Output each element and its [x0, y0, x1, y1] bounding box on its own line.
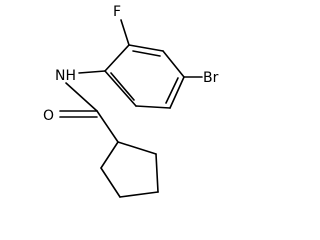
atom-label-nh: NH: [55, 68, 76, 84]
ring-bond-c4-c5: [169, 76, 185, 109]
ring-double-bond-c4-c5: [165, 77, 179, 104]
atom-label-bromine: Br: [203, 70, 219, 86]
cyclopentane-bond-4: [100, 167, 121, 198]
ring-bond-c2-c3: [128, 44, 164, 52]
cyclopentane-bond-3: [119, 191, 159, 198]
cyclopentane-bond-5: [100, 141, 119, 169]
bond-ring-fluorine: [120, 19, 130, 46]
bond-ring-nitrogen: [78, 70, 106, 74]
atom-label-fluorine: F: [113, 4, 121, 20]
ring-bond-c3-c4: [162, 50, 185, 78]
ring-bond-c6-c1: [104, 70, 137, 107]
ring-bond-c5-c6: [135, 105, 171, 109]
ring-double-bond-c2-c3: [132, 50, 161, 57]
ring-bond-c1-c2: [104, 44, 130, 72]
atom-label-oxygen: O: [43, 108, 54, 124]
molecule-drawing: F Br NH O: [43, 4, 219, 198]
ring-double-bond-c6-c1: [110, 72, 135, 101]
cyclopentane-bond-1: [117, 141, 157, 155]
cyclopentane-bond-2: [155, 153, 159, 193]
bond-carbonyl-cyclopentyl: [96, 110, 119, 143]
bond-nitrogen-carbonyl: [65, 82, 98, 112]
structure-canvas: F Br NH O: [43, 4, 219, 198]
